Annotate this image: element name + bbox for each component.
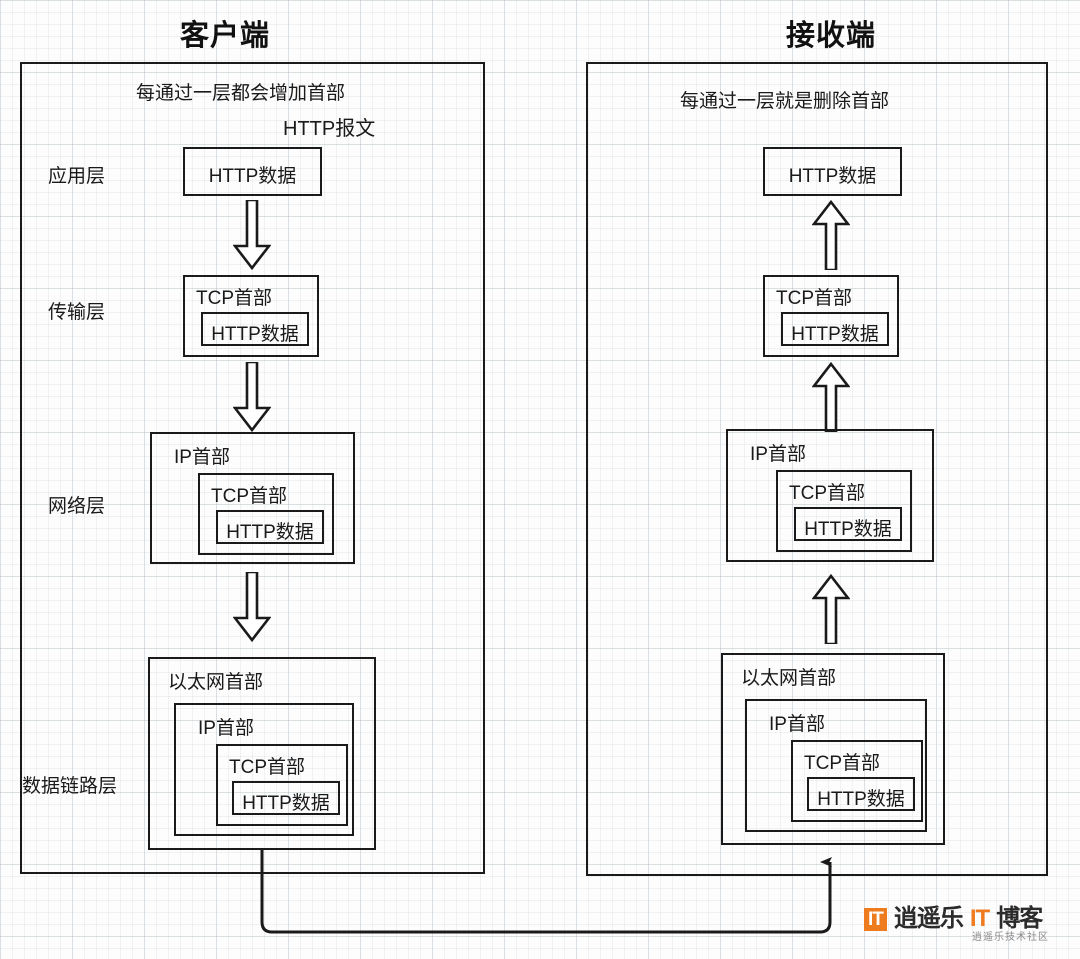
client-arrow-app-to-transport [232,198,272,275]
server-panel-note: 每通过一层就是删除首部 [680,91,890,112]
client-panel-note: 每通过一层都会增加首部 [136,83,346,104]
client-application-packet: HTTP数据 [183,147,322,196]
client-datalink-inner-http: HTTP数据 [232,781,340,815]
watermark-subtitle: 逍遥乐技术社区 [972,932,1049,943]
watermark-it-text: IT [969,905,990,932]
client-side-title: 客户端 [180,20,271,52]
server-network-inner-http: HTTP数据 [794,507,902,541]
client-network-packet: IP首部 TCP首部 HTTP数据 [150,432,355,564]
ip-header-text: IP首部 [174,447,230,468]
http-data-text: HTTP数据 [208,166,297,187]
http-data-text: HTTP数据 [804,519,892,540]
http-data-text: HTTP数据 [788,166,877,187]
watermark-tail-text: 博客 [996,905,1043,932]
server-transport-inner-http: HTTP数据 [781,312,889,346]
ethernet-header-text: 以太网首部 [168,672,264,693]
client-datalink-inner-tcp: TCP首部 HTTP数据 [216,744,348,826]
ethernet-header-text: 以太网首部 [741,668,837,689]
client-panel [20,62,485,874]
http-data-text: HTTP数据 [817,789,905,810]
client-arrow-transport-to-network [232,360,272,437]
layer-label-transport: 传输层 [48,302,106,323]
ip-header-text: IP首部 [198,718,254,739]
tcp-header-text: TCP首部 [229,757,306,778]
http-data-text: HTTP数据 [791,324,879,345]
watermark-badge-icon: IT [864,908,887,931]
server-datalink-inner-http: HTTP数据 [807,777,915,811]
client-network-inner-tcp: TCP首部 HTTP数据 [198,473,334,555]
server-arrow-transport-to-app [811,199,851,275]
tcp-header-text: TCP首部 [776,288,853,309]
server-datalink-packet: 以太网首部 IP首部 TCP首部 HTTP数据 [721,653,945,845]
http-data-text: HTTP数据 [242,793,330,814]
client-datalink-packet: 以太网首部 IP首部 TCP首部 HTTP数据 [148,657,376,850]
server-network-packet: IP首部 TCP首部 HTTP数据 [726,429,934,562]
client-network-inner-http: HTTP数据 [216,510,324,544]
watermark-logo: IT 逍遥乐 IT 博客 逍遥乐技术社区 [864,905,1048,943]
server-datalink-inner-ip: IP首部 TCP首部 HTTP数据 [745,699,927,832]
client-transport-inner-http: HTTP数据 [201,312,309,346]
tcp-header-text: TCP首部 [211,486,288,507]
client-datalink-inner-ip: IP首部 TCP首部 HTTP数据 [174,703,354,836]
ip-header-text: IP首部 [769,714,825,735]
layer-label-network: 网络层 [48,496,106,517]
client-arrow-network-to-datalink [232,570,272,647]
server-arrow-datalink-to-network [811,573,851,649]
layer-label-datalink: 数据链路层 [22,776,118,797]
tcp-header-text: TCP首部 [196,288,273,309]
ip-header-text: IP首部 [750,444,806,465]
tcp-header-text: TCP首部 [804,753,881,774]
server-side-title: 接收端 [786,20,877,52]
server-arrow-network-to-transport [811,361,851,437]
http-data-text: HTTP数据 [211,324,299,345]
server-network-inner-tcp: TCP首部 HTTP数据 [776,470,912,552]
watermark-main-text: 逍遥乐 [893,905,964,932]
server-application-packet: HTTP数据 [763,147,902,196]
server-datalink-inner-tcp: TCP首部 HTTP数据 [791,740,923,822]
client-transport-packet: TCP首部 HTTP数据 [183,275,319,357]
layer-label-application: 应用层 [48,166,106,187]
server-transport-packet: TCP首部 HTTP数据 [763,275,899,357]
http-data-text: HTTP数据 [226,522,314,543]
http-message-caption: HTTP报文 [283,118,376,140]
tcp-header-text: TCP首部 [789,483,866,504]
